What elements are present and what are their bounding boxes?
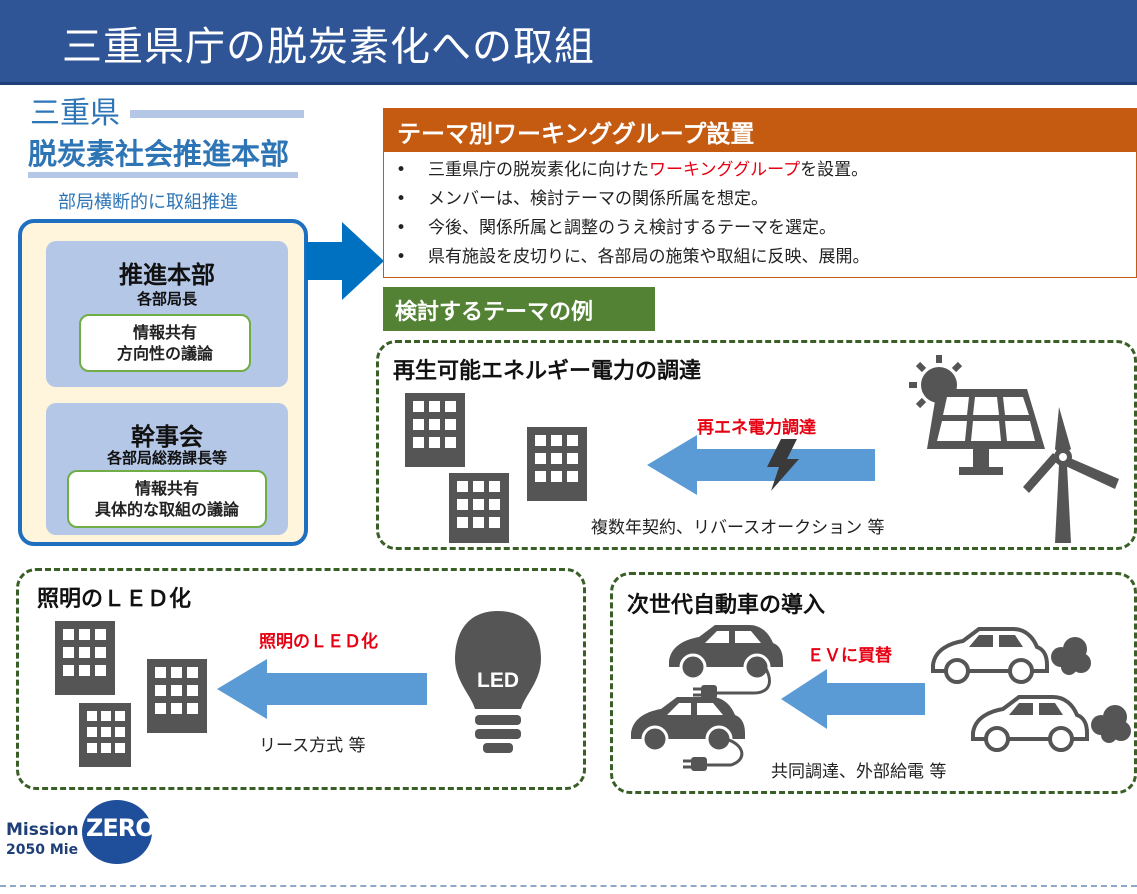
logo-mission: Mission — [6, 820, 79, 840]
working-group-title-text: テーマ別ワーキンググループ設置 — [397, 120, 755, 148]
card-subtitle: 各部局長 — [136, 290, 197, 308]
electric-car-icon — [631, 697, 745, 771]
renewable-title: 再生可能エネルギー電力の調達 — [393, 359, 702, 384]
list-item-text: を設置。 — [800, 160, 869, 180]
gasoline-car-icon — [931, 627, 1091, 684]
building-icon — [55, 621, 207, 767]
led-caption: リース方式 等 — [259, 736, 366, 756]
card-title: 推進本部 — [119, 261, 215, 289]
examples-title: 検討するテーマの例 — [383, 287, 655, 331]
org-description: 部局横断的に取組推進 — [58, 192, 238, 213]
ev-arrow-label: ＥＶに買替 — [807, 646, 892, 666]
list-item: メンバーは、検討テーマの関係所属を想定。 — [384, 185, 1136, 214]
led-bulb-icon: LED — [455, 611, 541, 753]
list-item: 三重県庁の脱炭素化に向けたワーキンググループを設置。 — [384, 156, 1136, 185]
led-bulb-text: LED — [477, 669, 519, 692]
working-group-list-box: 三重県庁の脱炭素化に向けたワーキンググループを設置。 メンバーは、検討テーマの関… — [383, 152, 1137, 278]
mission-zero-logo: Mission ZERO 2050 Mie — [6, 800, 156, 864]
header-bar — [0, 0, 1137, 85]
renewable-arrow-label: 再エネ電力調達 — [697, 418, 816, 438]
card-subtitle: 各部局総務課長等 — [106, 449, 227, 467]
renewable-caption: 複数年契約、リバースオークション 等 — [591, 518, 885, 538]
info-line-2: 方向性の議論 — [116, 344, 213, 363]
working-group-title: テーマ別ワーキンググループ設置 — [383, 108, 1137, 152]
org-decor-bar — [130, 110, 304, 118]
working-group-list: 三重県庁の脱炭素化に向けたワーキンググループを設置。 メンバーは、検討テーマの関… — [384, 152, 1136, 272]
led-arrow-label: 照明のＬＥＤ化 — [259, 632, 378, 652]
org-headquarters: 脱炭素社会推進本部 — [28, 137, 290, 171]
lightning-icon — [767, 439, 799, 491]
card-secretariat: 幹事会 各部局総務課長等 情報共有 具体的な取組の議論 — [46, 403, 288, 535]
ev-caption: 共同調達、外部給電 等 — [771, 762, 947, 782]
left-arrow-icon — [647, 435, 875, 495]
list-item: 今後、関係所属と調整のうえ検討するテーマを選定。 — [384, 214, 1136, 243]
left-arrow-icon — [217, 659, 427, 719]
electric-car-icon — [669, 625, 783, 699]
logo-circle — [82, 800, 152, 864]
left-arrow-icon — [781, 669, 925, 729]
org-structure-panel: 推進本部 各部局長 情報共有 方向性の議論 幹事会 各部局総務課長等 情報共有 … — [18, 219, 308, 546]
card-info-box: 情報共有 方向性の議論 — [79, 314, 251, 372]
info-line-2: 具体的な取組の議論 — [94, 500, 239, 519]
info-line-1: 情報共有 — [132, 323, 197, 342]
ev-title: 次世代自動車の導入 — [627, 593, 826, 618]
building-icon — [405, 393, 587, 543]
org-underline — [28, 172, 298, 178]
right-arrow-icon — [306, 222, 384, 300]
list-item: 県有施設を皮切りに、各部局の施策や取組に反映、展開。 — [384, 243, 1136, 272]
ev-section: 次世代自動車の導入 ＥＶに買替 共同調達、外部給電 等 — [610, 572, 1137, 794]
led-title: 照明のＬＥＤ化 — [37, 587, 192, 612]
page-title: 三重県庁の脱炭素化への取組 — [62, 24, 595, 70]
list-item-highlight: ワーキンググループ — [649, 160, 801, 180]
list-item-text: 三重県庁の脱炭素化に向けた — [428, 160, 649, 180]
org-prefecture: 三重県 — [30, 96, 120, 131]
card-info-box: 情報共有 具体的な取組の議論 — [67, 470, 267, 528]
logo-zero: ZERO — [86, 814, 156, 842]
info-line-1: 情報共有 — [134, 479, 199, 498]
led-section: 照明のＬＥＤ化 照明のＬＥＤ化 リース方式 等 LED — [16, 568, 586, 790]
bottom-divider — [0, 885, 1137, 887]
card-promotion-hq: 推進本部 各部局長 情報共有 方向性の議論 — [46, 241, 288, 387]
wind-turbine-icon — [1023, 407, 1119, 543]
logo-sub: 2050 Mie — [6, 842, 79, 858]
gasoline-car-icon — [971, 695, 1131, 752]
solar-panel-icon — [909, 355, 1045, 475]
card-title: 幹事会 — [131, 423, 203, 451]
examples-title-text: 検討するテーマの例 — [395, 300, 594, 325]
renewable-section: 再生可能エネルギー電力の調達 再エネ電力調達 複数年契約、リバースオークション … — [376, 340, 1137, 550]
